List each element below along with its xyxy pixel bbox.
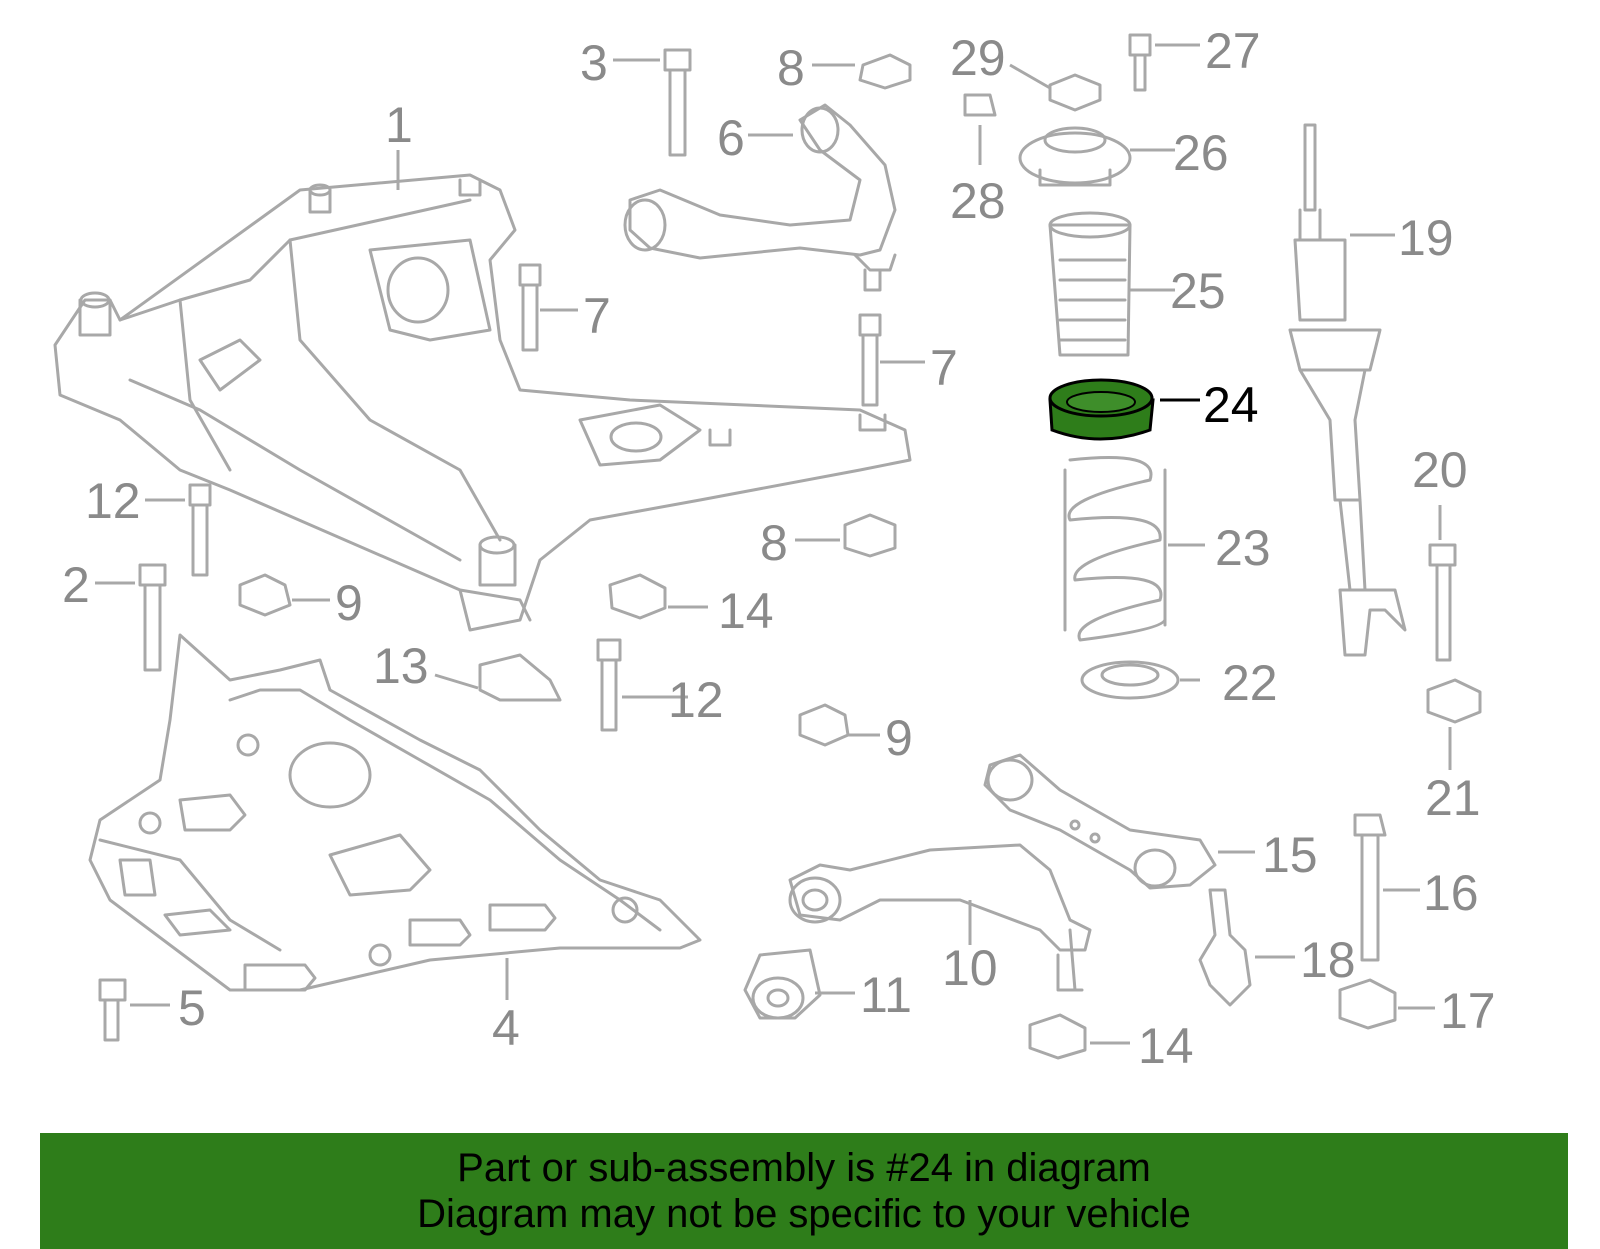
callout-21: 21 bbox=[1425, 770, 1481, 826]
tension-strut-part bbox=[983, 753, 1217, 890]
callout-23: 23 bbox=[1215, 520, 1271, 576]
upper-control-arm-part bbox=[623, 103, 897, 292]
callout-14b: 14 bbox=[1138, 1018, 1194, 1074]
callout-12b: 12 bbox=[668, 672, 724, 728]
spring-pad-part-highlighted bbox=[1048, 378, 1155, 441]
callout-8b: 8 bbox=[760, 515, 788, 571]
shock-absorber-part bbox=[1288, 123, 1407, 657]
callout-27: 27 bbox=[1205, 23, 1261, 79]
callout-12a: 12 bbox=[85, 473, 141, 529]
leader-arrows bbox=[95, 43, 1452, 1045]
callout-28: 28 bbox=[950, 173, 1006, 229]
callout-11: 11 bbox=[860, 967, 912, 1023]
callout-6: 6 bbox=[717, 110, 745, 166]
callout-22: 22 bbox=[1222, 655, 1278, 711]
callout-19: 19 bbox=[1398, 210, 1454, 266]
callout-3: 3 bbox=[580, 35, 608, 91]
fasteners-group bbox=[98, 33, 1482, 1060]
callout-2: 2 bbox=[62, 557, 90, 613]
callout-16: 16 bbox=[1423, 865, 1479, 921]
callout-20: 20 bbox=[1412, 442, 1468, 498]
callout-1: 1 bbox=[385, 97, 413, 153]
callout-14a: 14 bbox=[718, 583, 774, 639]
callout-10: 10 bbox=[942, 940, 998, 996]
callout-7a: 7 bbox=[583, 288, 611, 344]
bushing-part bbox=[743, 948, 822, 1020]
lower-control-arm-part bbox=[788, 843, 1092, 992]
callout-13: 13 bbox=[373, 638, 429, 694]
callout-8a: 8 bbox=[777, 40, 805, 96]
banner-line-disclaimer: Diagram may not be specific to your vehi… bbox=[417, 1192, 1191, 1236]
callout-24-highlighted: 24 bbox=[1203, 377, 1259, 433]
callout-9a: 9 bbox=[335, 575, 363, 631]
subframe-part bbox=[53, 173, 912, 632]
callout-9b: 9 bbox=[885, 710, 913, 766]
callout-15: 15 bbox=[1262, 827, 1318, 883]
callout-25: 25 bbox=[1170, 263, 1226, 319]
callout-26: 26 bbox=[1173, 125, 1229, 181]
callout-4: 4 bbox=[492, 1000, 520, 1056]
callout-5: 5 bbox=[178, 980, 206, 1036]
callout-18: 18 bbox=[1300, 932, 1356, 988]
callout-7b: 7 bbox=[930, 340, 958, 396]
callout-labels: 1 2 3 4 5 6 7 7 8 8 9 9 10 11 12 12 13 1… bbox=[62, 23, 1496, 1074]
callout-17: 17 bbox=[1440, 983, 1496, 1039]
part-info-banner: Part or sub-assembly is #24 in diagram D… bbox=[40, 1133, 1568, 1249]
banner-line-part-number: Part or sub-assembly is #24 in diagram bbox=[457, 1146, 1151, 1190]
callout-29: 29 bbox=[950, 30, 1006, 86]
skid-plate-part bbox=[88, 633, 702, 992]
